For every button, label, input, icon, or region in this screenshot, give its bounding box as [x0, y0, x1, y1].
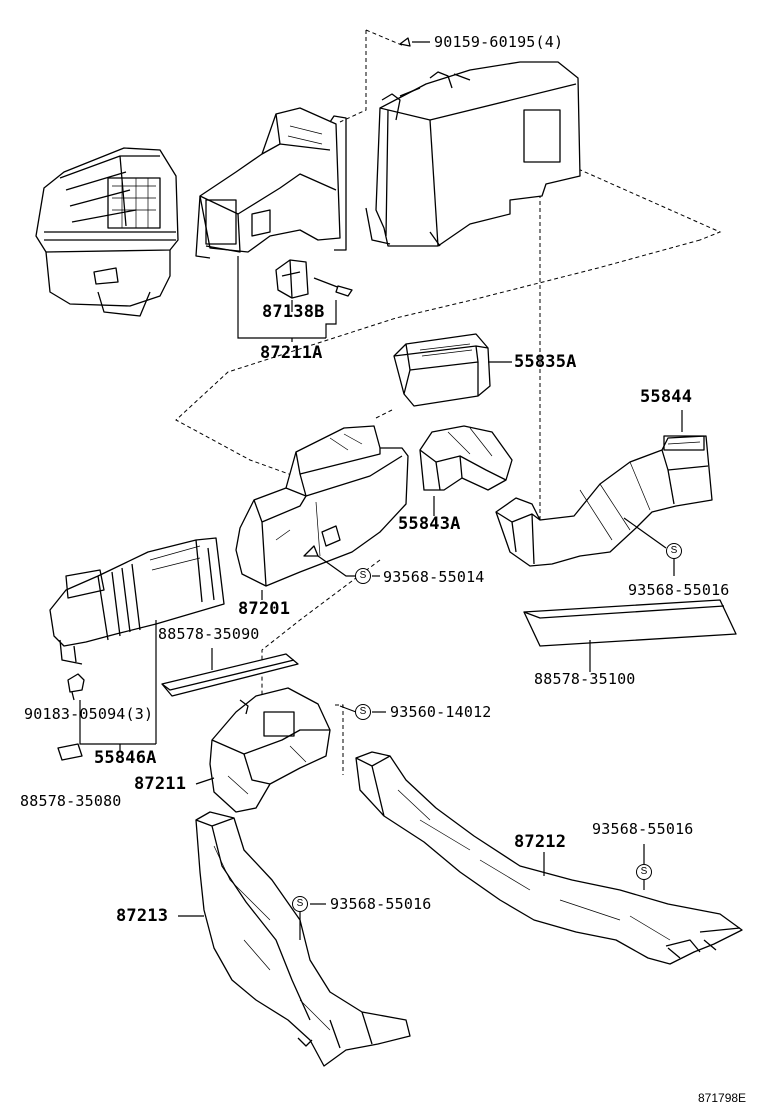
- label-55843a: 55843A: [398, 514, 461, 534]
- duct-55846a-shape: [49, 537, 225, 665]
- clip-symbol-87213: S: [292, 896, 308, 912]
- duct-55843a-shape: [419, 425, 513, 491]
- label-87201: 87201: [238, 599, 291, 619]
- label-87211a: 87211A: [260, 343, 323, 363]
- label-clip-93568-55016-b: 93568-55016: [592, 820, 694, 838]
- label-55846a: 55846A: [94, 748, 157, 768]
- label-87138b: 87138B: [262, 302, 325, 322]
- duct-87201-shape: [235, 425, 409, 587]
- label-90183-05094: 90183-05094(3): [24, 705, 154, 723]
- label-55835a: 55835A: [514, 352, 577, 372]
- actuator-87138b-shape: [275, 259, 353, 299]
- leader-lines: [178, 41, 683, 940]
- pad-88578-35100-shape: [523, 599, 737, 647]
- label-clip-93568-55014: 93568-55014: [383, 568, 485, 586]
- bracket-55846a-lines: [79, 620, 157, 752]
- label-clip-93568-55016-c: 93568-55016: [330, 895, 432, 913]
- duct-55844-shape: [495, 435, 713, 567]
- heater-unit: [365, 37, 581, 247]
- label-87213: 87213: [116, 906, 169, 926]
- label-55844: 55844: [640, 387, 693, 407]
- label-88578-35090: 88578-35090: [158, 625, 260, 643]
- clip-90183-shape: [67, 673, 85, 701]
- assembly-guide-lines: [175, 29, 722, 775]
- label-87212: 87212: [514, 832, 567, 852]
- label-screw-90159: 90159-60195(4): [434, 33, 564, 51]
- pad-88578-35090-shape: [161, 653, 299, 697]
- clip-symbol-55844: S: [666, 543, 682, 559]
- duct-55835a-shape: [393, 333, 491, 407]
- duct-87213-shape: [195, 811, 411, 1067]
- clip-symbol-87201: S: [355, 568, 371, 584]
- blower-unit: [35, 147, 179, 317]
- label-clip-93568-55016-a: 93568-55016: [628, 581, 730, 599]
- clip-symbol-87211: S: [355, 704, 371, 720]
- duct-87211-shape: [209, 687, 331, 813]
- label-88578-35100: 88578-35100: [534, 670, 636, 688]
- figure-ref-code: 871798E: [698, 1091, 747, 1105]
- duct-87212-shape: [355, 751, 743, 965]
- clip-symbol-87212: S: [636, 864, 652, 880]
- duct-87211a-shape: [195, 107, 347, 259]
- label-clip-93560-14012: 93560-14012: [390, 703, 492, 721]
- bracket-87211a-lines: [237, 256, 337, 342]
- label-87211: 87211: [134, 774, 187, 794]
- label-88578-35080: 88578-35080: [20, 792, 122, 810]
- pad-88578-35080-shape: [57, 743, 83, 761]
